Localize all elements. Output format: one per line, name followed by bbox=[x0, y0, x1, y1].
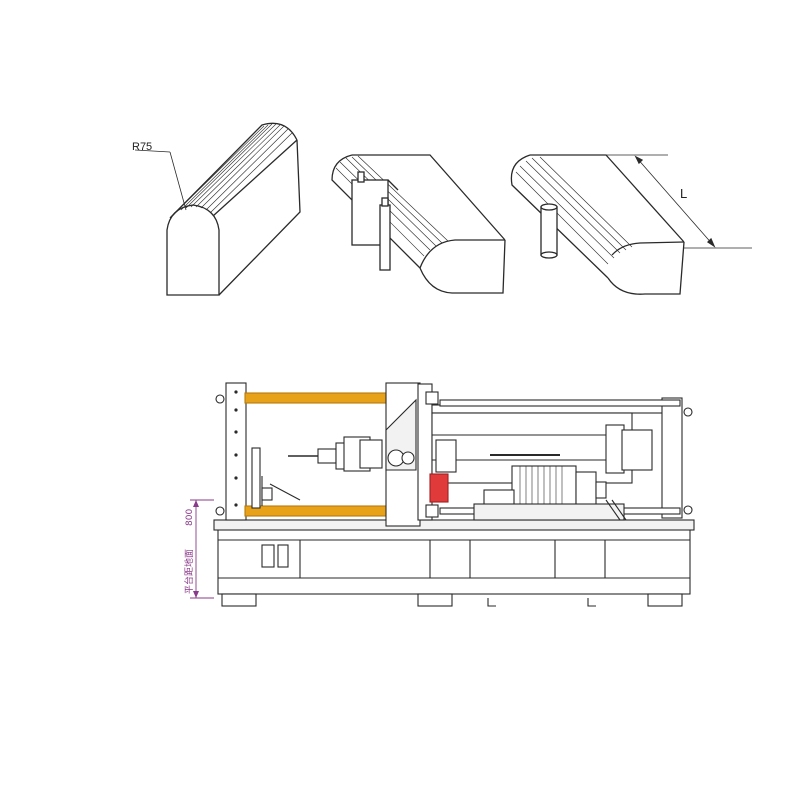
base-frame bbox=[217, 527, 691, 595]
upper-guide-rail bbox=[244, 392, 396, 404]
height-dimension-value: 800 bbox=[185, 509, 195, 526]
workpiece-slotted-block bbox=[331, 154, 506, 294]
height-dimension-caption: 平台距地面 bbox=[183, 549, 195, 594]
right-end-plate bbox=[661, 397, 683, 519]
left-end-plate bbox=[225, 382, 247, 521]
length-label: L bbox=[680, 186, 687, 201]
workpiece-rounded-block bbox=[134, 122, 301, 296]
workpiece-bored-block bbox=[510, 154, 752, 295]
table-top bbox=[213, 519, 695, 531]
highlight-block bbox=[429, 473, 449, 503]
drill-chuck bbox=[317, 448, 337, 464]
radius-label: R75 bbox=[132, 141, 152, 153]
machine-assembly bbox=[213, 382, 695, 607]
height-dimension bbox=[190, 499, 214, 599]
lower-guide-rail bbox=[244, 505, 396, 517]
